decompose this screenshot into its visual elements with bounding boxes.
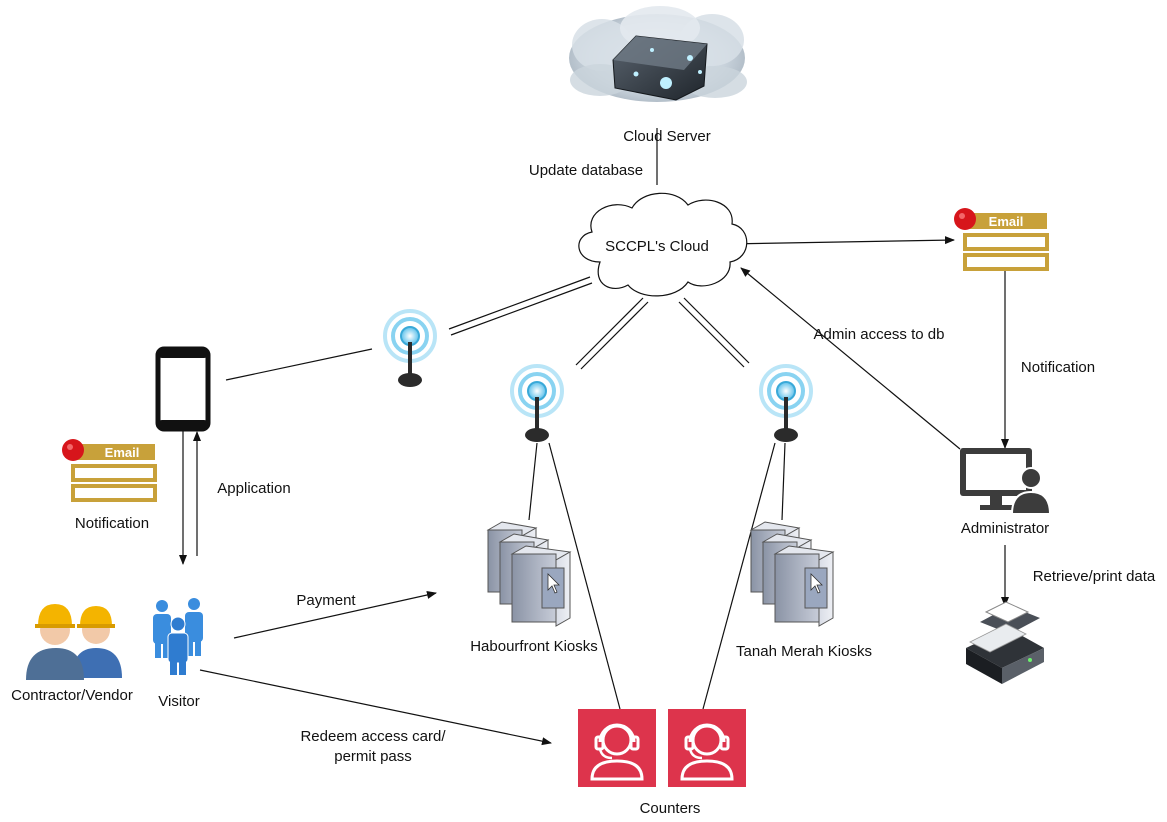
- visitor-group-icon: [153, 598, 203, 675]
- smartphone-icon: [155, 346, 211, 432]
- contractor-label: Contractor/Vendor: [11, 687, 133, 704]
- link-left-antenna-cloud-b: [450, 282, 593, 336]
- edge-phone-to-antenna: [225, 348, 373, 381]
- printer-icon: [966, 601, 1044, 684]
- contractor-node: Contractor/Vendor: [11, 604, 133, 704]
- link-left-antenna-cloud-a: [448, 276, 591, 330]
- administrator-workstation-icon: [960, 448, 1052, 515]
- cloud-icon: [578, 192, 748, 297]
- habourfront-label: Habourfront Kiosks: [470, 638, 598, 655]
- kiosk-server-icon: [487, 521, 571, 627]
- visitor-node: Visitor: [153, 598, 203, 710]
- habourfront-kiosks-node: Habourfront Kiosks: [470, 521, 598, 655]
- edge-antenna-to-counter-left: [548, 442, 621, 710]
- redeem-label-line2: permit pass: [334, 748, 412, 765]
- edges: [179, 128, 1009, 746]
- counter-agent-icon: [576, 707, 658, 789]
- edge-antenna-to-tanah-merah: [781, 442, 786, 521]
- link-right-antenna-cloud-b: [683, 297, 750, 364]
- sccpl-cloud-node: SCCPL's Cloud: [578, 192, 748, 297]
- wireless-antenna-icon: [759, 364, 813, 444]
- email-badge-label: Email: [989, 214, 1024, 229]
- counters-label: Counters: [640, 800, 701, 817]
- link-mid-antenna-cloud-b: [580, 301, 649, 370]
- email-notification-icon: Email: [60, 437, 157, 502]
- wireless-antenna-icon: [510, 364, 564, 444]
- visitor-label: Visitor: [158, 693, 199, 710]
- contractor-workers-icon: [26, 604, 122, 680]
- sccpl-cloud-label: SCCPL's Cloud: [605, 238, 709, 255]
- notification-right-node: Email Notification: [952, 206, 1095, 376]
- link-mid-antenna-cloud-a: [575, 297, 644, 366]
- counter-agent-icon: [666, 707, 748, 789]
- edge-antenna-to-habourfront: [528, 442, 538, 521]
- link-right-antenna-cloud-a: [678, 301, 745, 368]
- edge-cloud-to-email: [726, 236, 955, 245]
- wireless-antenna-icon: [383, 309, 437, 389]
- tanah-merah-kiosks-node: Tanah Merah Kiosks: [736, 521, 872, 660]
- cloud-server-node: Cloud Server: [569, 6, 747, 145]
- notification-right-label: Notification: [1021, 359, 1095, 376]
- admin-access-label: Admin access to db: [814, 326, 945, 343]
- email-badge-label: Email: [105, 445, 140, 460]
- cloud-server-label: Cloud Server: [623, 128, 711, 145]
- tanah-merah-label: Tanah Merah Kiosks: [736, 643, 872, 660]
- email-notification-icon: Email: [952, 206, 1049, 271]
- retrieve-print-label: Retrieve/print data: [1033, 568, 1156, 585]
- redeem-label-line1: Redeem access card/: [300, 728, 446, 745]
- administrator-node: Administrator: [960, 448, 1052, 537]
- payment-label: Payment: [296, 592, 356, 609]
- edge-admin-to-cloud: [740, 267, 961, 450]
- counters-node: Counters: [576, 707, 748, 817]
- update-database-label: Update database: [529, 162, 643, 179]
- notification-left-node: Email Notification: [60, 437, 157, 532]
- application-label: Application: [217, 480, 290, 497]
- administrator-label: Administrator: [961, 520, 1049, 537]
- kiosk-server-icon: [750, 521, 834, 627]
- server-rack-icon: [569, 6, 747, 102]
- notification-left-label: Notification: [75, 515, 149, 532]
- edge-antenna-to-counter-right: [702, 442, 776, 710]
- edge-redeem: [199, 669, 552, 746]
- edge-payment: [233, 591, 437, 639]
